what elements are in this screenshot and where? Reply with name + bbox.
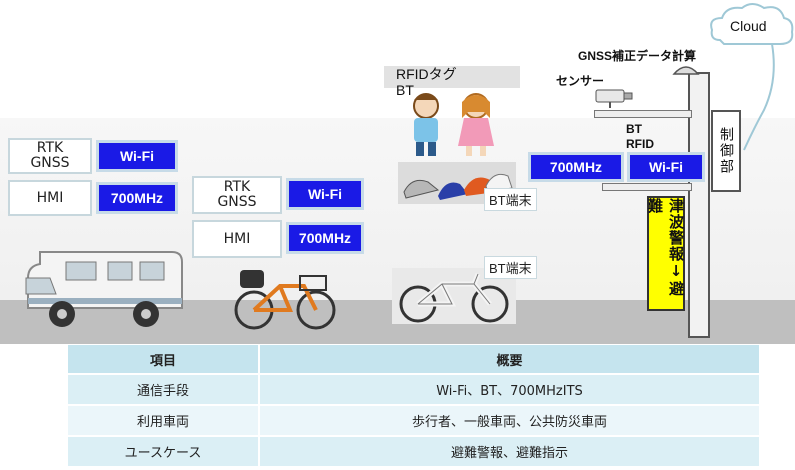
table-cell: 通信手段 [68,373,260,405]
bt-terminal-tag-2: BT端末 [484,256,537,279]
rfid-tag-label: RFIDタグ [396,66,457,82]
table-cell: 歩行者、一般車両、公共防災車両 [259,404,761,436]
sensor-label: センサー [556,74,605,88]
pole-rfid-label: RFID [626,137,654,151]
cargo-bicycle-icon [234,270,336,330]
pole-wifi-badge: Wi-Fi [627,152,705,182]
table-row: 通信手段 Wi-Fi、BT、700MHzITS [68,373,761,405]
camera-sensor-icon [595,89,633,108]
table-cell: 避難警報、避難指示 [259,435,761,466]
bicycle-rtk-gnss-box: RTK GNSS [192,176,282,214]
table-header-item: 項目 [68,345,260,374]
pole-lower-arm [602,183,692,191]
table-header-summary: 概要 [259,345,761,374]
bicycle-wifi-badge: Wi-Fi [286,178,364,210]
cloud-icon [710,3,794,151]
rfid-banner [384,66,520,88]
camper-700mhz-badge: 700MHz [96,182,178,214]
bt-terminal-tag-1: BT端末 [484,188,537,211]
control-unit: 制御部 [711,110,741,192]
children-icon [413,93,494,156]
table-cell: 利用車両 [68,404,260,436]
camper-vehicle-icon [25,251,183,327]
pole-700mhz-badge: 700MHz [528,152,624,182]
pole-arm [594,110,692,118]
bicycle-700mhz-badge: 700MHz [286,222,364,254]
table-row: ユースケース 避難警報、避難指示 [68,435,761,466]
table-cell: ユースケース [68,435,260,466]
bicycle-hmi-box: HMI [192,220,282,258]
cloud-label: Cloud [730,18,767,34]
antenna-icon [672,66,700,75]
camper-hmi-box: HMI [8,180,92,216]
pedestrian-bt-label: BT [396,82,414,98]
summary-table: 項目 概要 通信手段 Wi-Fi、BT、700MHzITS 利用車両 歩行者、一… [68,345,761,466]
e-bicycle-icon [399,273,509,323]
gnss-correction-label: GNSS補正データ計算 [578,49,697,63]
camper-wifi-badge: Wi-Fi [96,140,178,172]
signal-pole [688,72,710,338]
table-cell: Wi-Fi、BT、700MHzITS [259,373,761,405]
camper-rtk-gnss-box: RTK GNSS [8,138,92,174]
table-row: 利用車両 歩行者、一般車両、公共防災車両 [68,404,761,436]
tsunami-warning-sign: 津波警報↓避難 [646,196,685,311]
pole-bt-label: BT [626,122,642,136]
